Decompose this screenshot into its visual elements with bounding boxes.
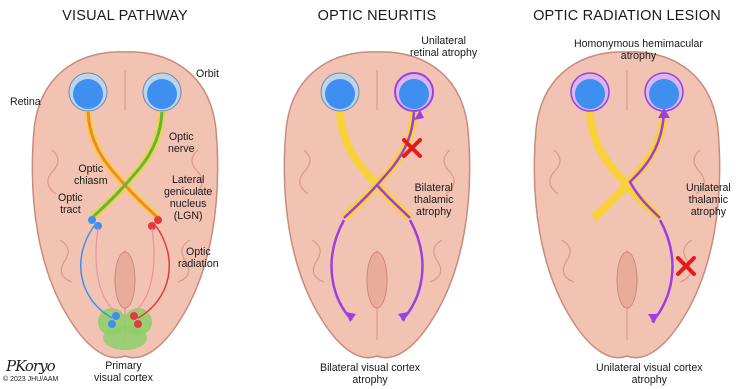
panel-optic-radiation-lesion: OPTIC RADIATION LESION Homonymous hemima…	[502, 0, 752, 389]
brain-diagram-visual-pathway	[0, 0, 250, 389]
artist-signature: PKoryo	[6, 357, 55, 375]
label-orbit: Orbit	[196, 68, 219, 80]
label-retina: Retina	[10, 96, 41, 108]
copyright-credit: © 2023 JHU/AAM	[3, 376, 58, 383]
